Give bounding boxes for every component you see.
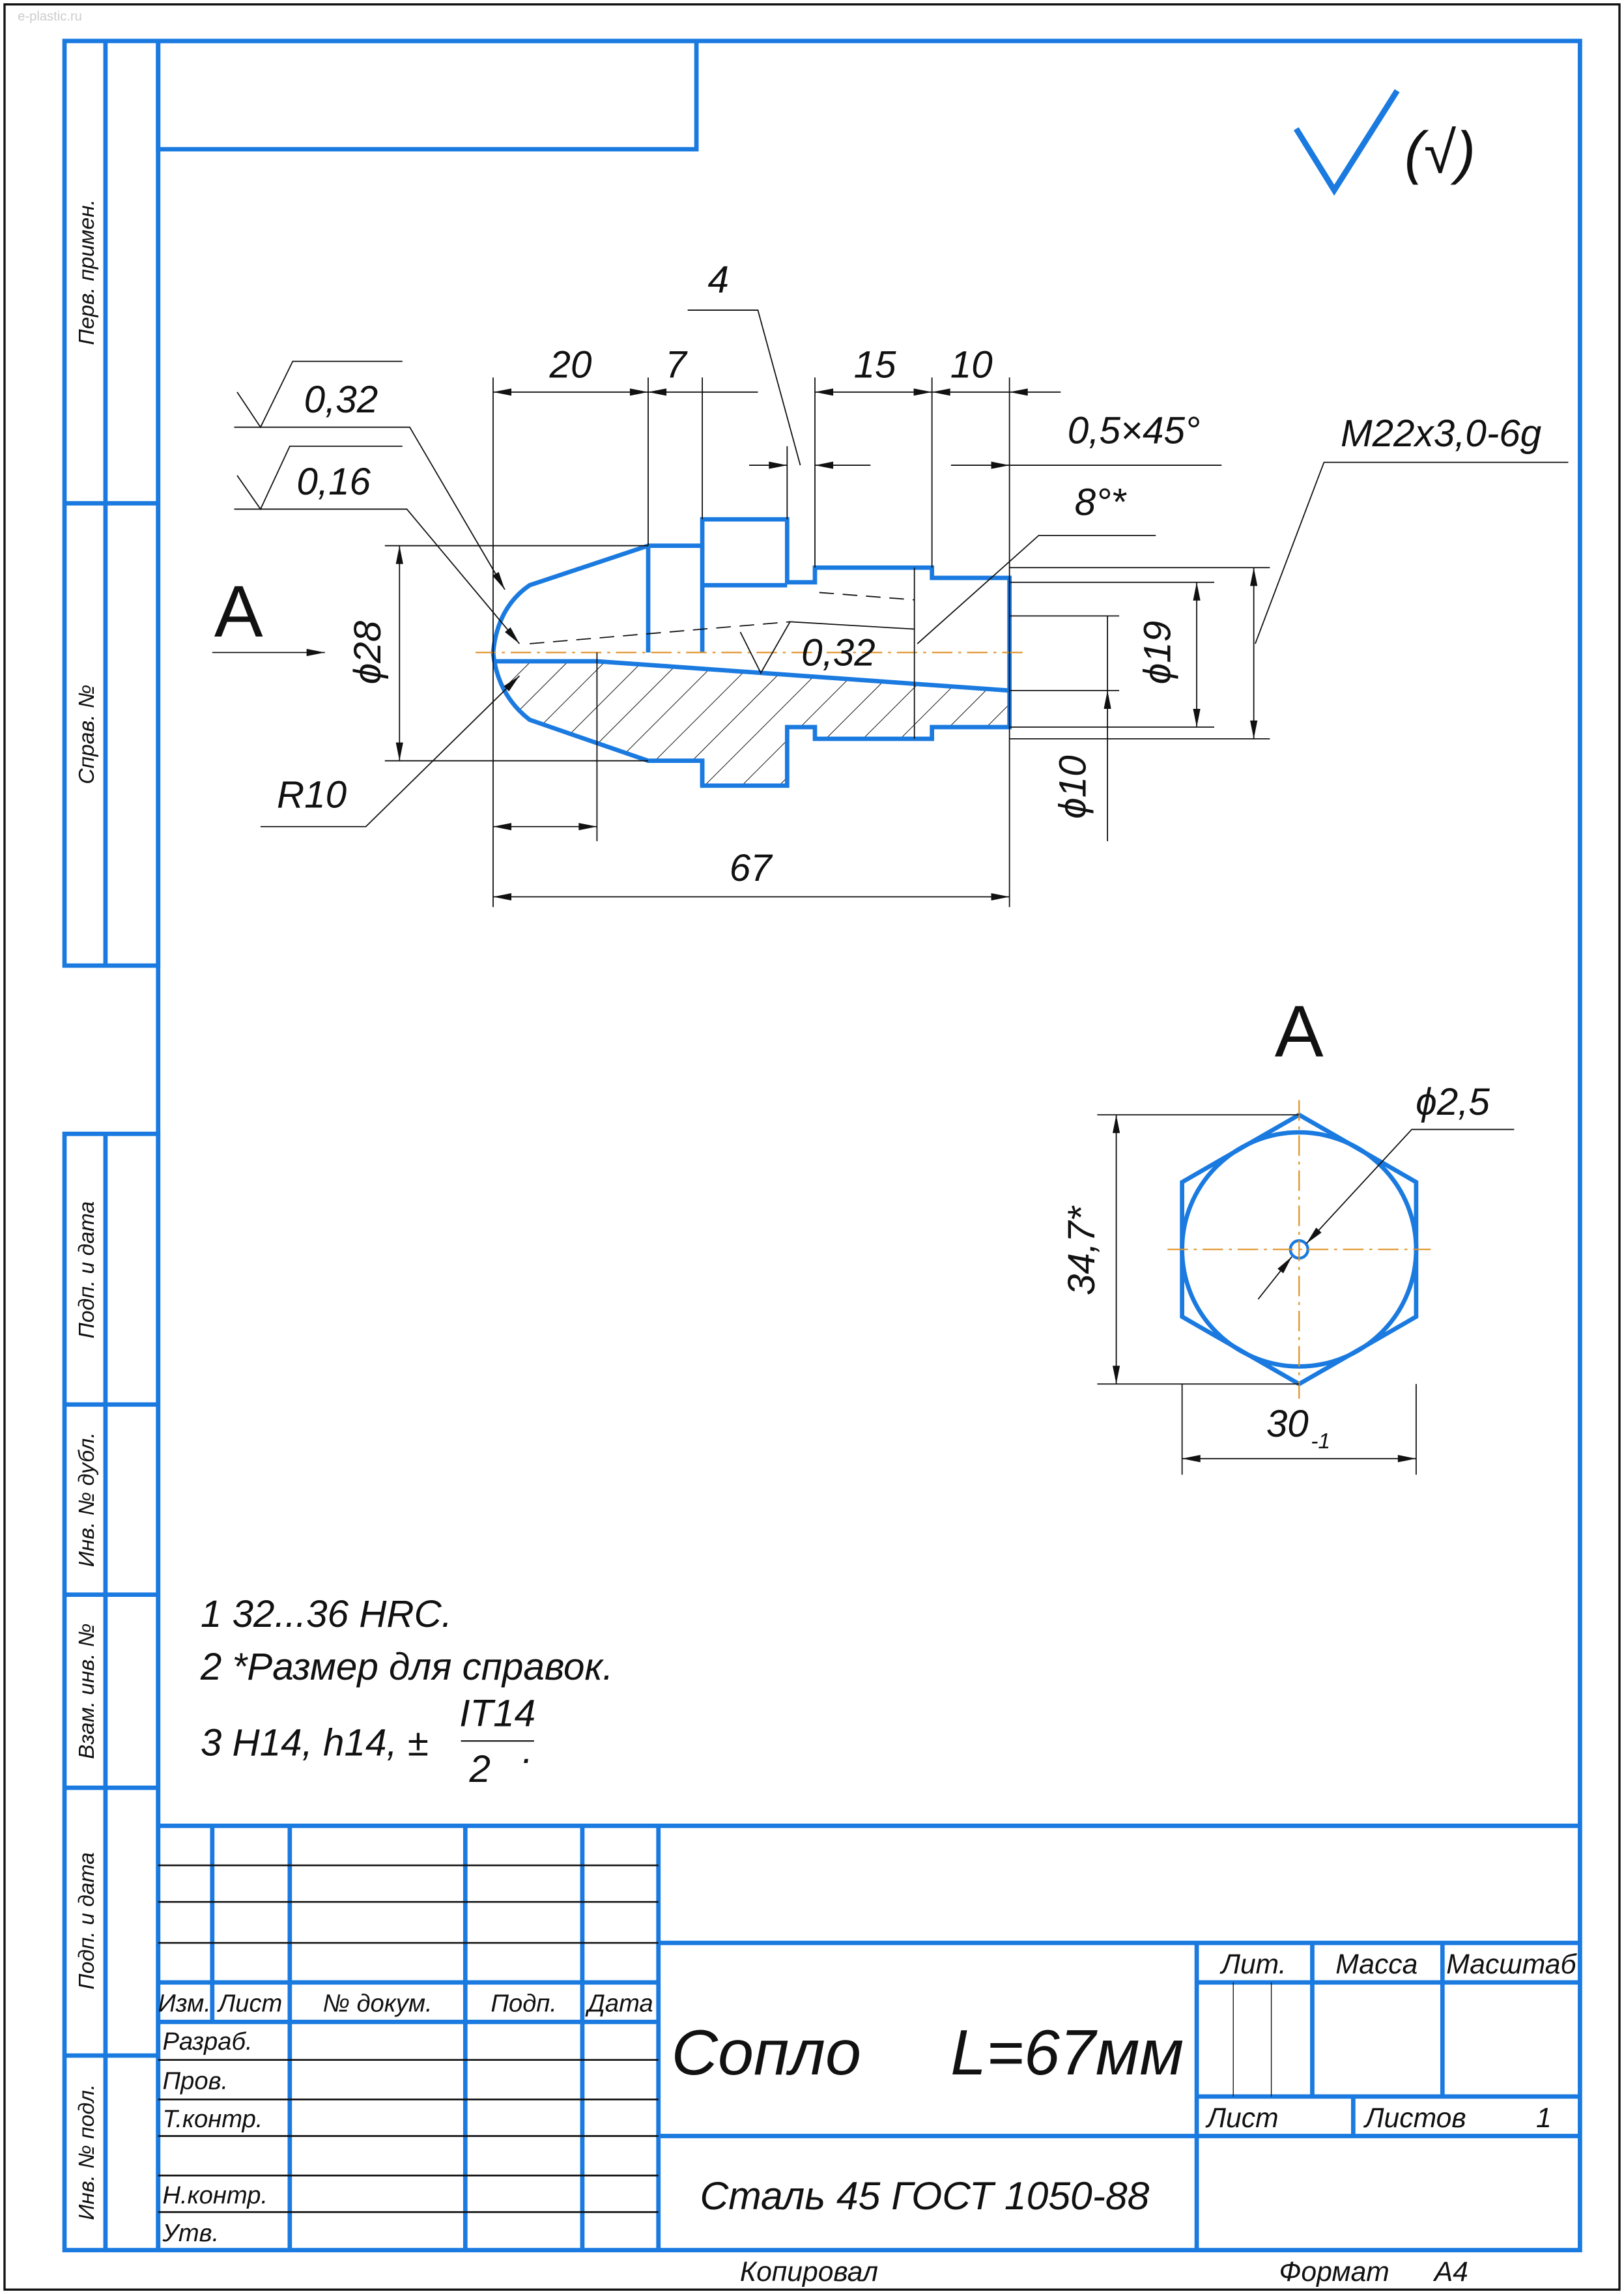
dim-angle: 8°*: [1075, 481, 1128, 523]
side-label-sprav: Справ. №: [75, 685, 99, 784]
roughness-0-16: 0,16: [296, 461, 371, 503]
dim-4: 4: [708, 259, 729, 301]
dim-20: 20: [549, 343, 592, 386]
role-razrab: Разраб.: [162, 2028, 252, 2056]
frame: [62, 38, 1582, 2253]
side-label-inv-podl: Инв. № подл.: [75, 2084, 99, 2220]
role-n-kontr: Н.контр.: [162, 2181, 268, 2209]
view-a: A ϕ2,5 34,7* 30 -1: [1061, 990, 1515, 1475]
watermark: e-plastic.ru: [18, 9, 82, 23]
view-a-title: A: [1275, 990, 1324, 1072]
note-3: 3 H14, h14, ±: [201, 1722, 429, 1764]
label-sheet: Лист: [1205, 2102, 1279, 2134]
role-utv: Утв.: [162, 2219, 219, 2247]
label-format: Формат: [1279, 2256, 1389, 2287]
dim-width-tolerance: -1: [1311, 1429, 1330, 1454]
part-name: Сопло L=67мм: [672, 2016, 1184, 2088]
label-copied: Копировал: [740, 2256, 878, 2287]
label-mass: Масса: [1335, 1949, 1417, 1980]
dim-dia19: ϕ19: [1137, 621, 1179, 684]
side-label-inv-dubl: Инв. № дубл.: [75, 1432, 99, 1567]
dim-dia10: ϕ10: [1051, 755, 1094, 818]
dim-67: 67: [730, 847, 773, 889]
header-izm: Изм.: [158, 1990, 210, 2018]
note-3-end: .: [522, 1729, 533, 1771]
role-t-kontr: Т.контр.: [162, 2105, 263, 2133]
note-3-fraction-numerator: IT14: [459, 1693, 535, 1735]
side-label-podp-data-2: Подп. и дата: [75, 1852, 99, 1990]
dim-height: 34,7*: [1061, 1205, 1103, 1295]
dim-width: 30: [1266, 1403, 1309, 1445]
view-a-marker: A: [214, 570, 263, 652]
dim-thread: M22x3,0-6g: [1341, 412, 1541, 455]
side-label-perv-primen: Перв. примен.: [75, 199, 99, 345]
note-2: 2 *Размер для справок.: [200, 1646, 613, 1688]
general-roughness-symbol: (√): [1293, 89, 1475, 196]
nozzle-main-view: 20 7 15 10 4 0,5×45° M22x3,0-6g 8°* ϕ19 …: [212, 259, 1569, 908]
dim-10: 10: [950, 343, 993, 386]
dim-chamfer: 0,5×45°: [1068, 409, 1201, 452]
section-hatch: [492, 661, 1010, 786]
roughness-0-32-b: 0,32: [801, 632, 876, 674]
side-label-vzam-inv: Взам. инв. №: [75, 1624, 99, 1759]
outer-border: [3, 3, 1621, 2291]
dim-hole-dia: ϕ2,5: [1416, 1081, 1490, 1123]
header-list: Лист: [216, 1990, 282, 2018]
side-labels: Перв. примен. Справ. № Подп. и дата Инв.…: [75, 199, 99, 2220]
dim-7: 7: [665, 343, 688, 386]
dim-dia28: ϕ28: [347, 620, 389, 684]
roughness-0-32-a: 0,32: [304, 379, 378, 421]
label-lit: Лит.: [1219, 1949, 1287, 1980]
label-scale: Масштаб: [1446, 1949, 1577, 1980]
sheets-count: 1: [1536, 2102, 1552, 2134]
header-podp: Подп.: [491, 1990, 557, 2018]
side-label-podp-data-1: Подп. и дата: [75, 1201, 99, 1339]
dim-r10: R10: [277, 774, 347, 816]
format-value: A4: [1432, 2256, 1468, 2287]
material: Сталь 45 ГОСТ 1050-88: [700, 2173, 1149, 2218]
note-3-fraction-denominator: 2: [469, 1748, 491, 1790]
note-1: 1 32...36 HRC.: [201, 1593, 452, 1635]
roughness-general-text: (√): [1404, 121, 1475, 186]
role-prov: Пров.: [162, 2067, 228, 2095]
header-data: Дата: [585, 1990, 653, 2018]
label-sheets: Листов: [1363, 2102, 1466, 2134]
title-block: Изм. Лист № докум. Подп. Дата Разраб. Пр…: [158, 1824, 1580, 2287]
technical-notes: 1 32...36 HRC. 2 *Размер для справок. 3 …: [200, 1593, 613, 1790]
dim-15: 15: [854, 343, 896, 386]
header-n-dokum: № докум.: [323, 1990, 433, 2018]
